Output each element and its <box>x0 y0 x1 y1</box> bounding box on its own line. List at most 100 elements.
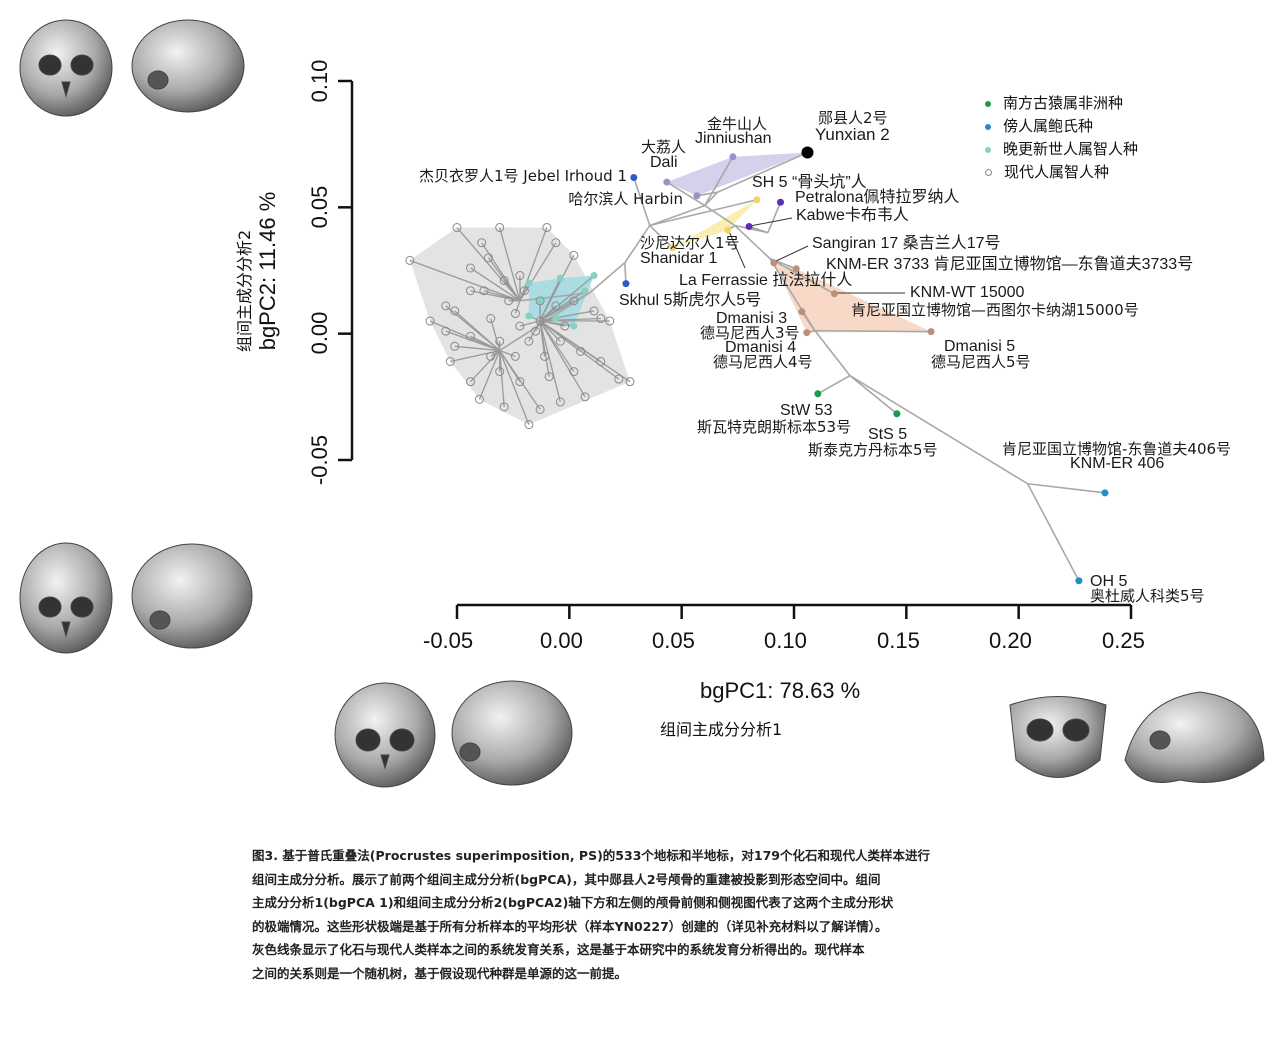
skull-front-icon <box>19 19 113 117</box>
modern-human-point <box>452 223 462 233</box>
axes <box>338 79 1133 619</box>
legend-dot-icon <box>985 100 991 107</box>
tree-branch <box>499 350 505 407</box>
caption-line: 组间主成分分析。展示了前两个组间主成分分析(bgPCA)，其中郧县人2号颅骨的重… <box>252 871 881 887</box>
late-pleistocene-point <box>525 279 533 287</box>
label-dmanisi3: Dmanisi 3 <box>716 310 788 327</box>
x-tick-label: 0.05 <box>652 628 695 653</box>
modern-human-point <box>569 250 579 260</box>
modern-human-point <box>477 238 487 248</box>
leader-sangiran <box>773 245 809 263</box>
modern-human-point <box>569 367 579 377</box>
x-tick-label: 0.15 <box>877 628 920 653</box>
modern-human-point <box>450 341 460 351</box>
modern-human-point <box>499 276 509 286</box>
modern-human-point <box>580 392 590 402</box>
modern-human-point <box>465 377 475 387</box>
tree-branch <box>539 320 574 327</box>
fossil-point-dmanisi3 <box>798 308 806 316</box>
tree-branch <box>767 201 782 233</box>
fossil-point-jinniushan <box>729 153 737 161</box>
tree-branch <box>649 198 758 227</box>
legend-open-circle-icon <box>985 169 992 176</box>
modern-human-point <box>515 271 525 281</box>
late-pleistocene-point <box>590 272 598 280</box>
label-dali: Dali <box>650 154 678 171</box>
tree-branch <box>633 177 651 226</box>
label-wt15000: KNM-WT 15000 <box>910 284 1025 301</box>
label-kabwe: Kabwe卡布韦人 <box>796 207 909 224</box>
modern-human-point <box>510 351 520 361</box>
leader-laferrassie <box>727 228 746 269</box>
leader-kabwe <box>749 217 793 227</box>
fossil-point-wt15000 <box>830 290 838 298</box>
tree-branch <box>849 374 898 415</box>
modern-human-point <box>535 404 545 414</box>
y-tick-label: 0.10 <box>307 59 332 103</box>
tree-branch <box>717 151 808 193</box>
tree-branch <box>456 227 521 302</box>
x-axis-title-cn: 组间主成分分析1 <box>660 720 783 739</box>
label-sh5: SH 5 “骨头坑”人 <box>752 174 867 191</box>
label-er3733: KNM-ER 3733 肯尼亚国立博物馆—东鲁道夫3733号 <box>826 256 1194 273</box>
tree-branch <box>454 345 500 352</box>
label-jebel-irhoud: 杰贝衣罗人1号 Jebel Irhoud 1 <box>418 167 627 185</box>
x-tick-label: -0.05 <box>423 628 474 653</box>
tree-branch <box>849 374 1029 485</box>
tree-branch <box>649 224 674 249</box>
fossil-point-dmanisi4 <box>803 329 811 337</box>
x-tick-label: 0.20 <box>989 628 1032 653</box>
label-sts5-cn: 斯泰克方丹标本5号 <box>808 441 938 459</box>
tree-branch <box>409 259 521 302</box>
modern-human-point <box>445 356 455 366</box>
tree-branch <box>499 349 516 358</box>
tree-branch <box>817 374 851 395</box>
modern-human-point <box>405 255 415 265</box>
tree-branch <box>649 204 706 227</box>
modern-human-point <box>450 306 460 316</box>
tree-branch <box>499 227 521 301</box>
modern-human-point <box>524 336 534 346</box>
label-petralona: Petralona佩特拉罗纳人 <box>795 189 960 206</box>
tree-branch <box>519 242 557 302</box>
tree-branch <box>666 181 706 207</box>
tree-branch <box>704 156 734 206</box>
modern-human-point <box>589 306 599 316</box>
late-pleistocene-point <box>556 274 564 282</box>
skull-images <box>19 19 1265 788</box>
modern-human-point <box>540 351 550 361</box>
modern-human-point <box>555 336 565 346</box>
modern-human-point <box>465 286 475 296</box>
fossil-point-er406 <box>1101 489 1109 497</box>
legend-item-modern: 现代人属智人种 <box>985 161 1138 184</box>
caption-line: 的极端情况。这些形状极端是基于所有分析样本的平均形状（样本YN0227）创建的（… <box>252 918 888 934</box>
tree-branch <box>704 204 736 227</box>
legend-dot-icon <box>985 123 991 130</box>
caption-line: 灰色线条显示了化石与现代人类样本之间的系统发育关系，这是基于本研究中的系统发育分… <box>252 942 865 957</box>
skull-side-icon <box>1124 691 1265 783</box>
modern-human-point <box>495 336 505 346</box>
tree-branch <box>624 225 651 264</box>
modern-human-point <box>551 238 561 248</box>
modern-human-point <box>504 296 514 306</box>
yellow-group-hull <box>672 199 757 248</box>
fossil-point-shanidar1 <box>669 244 677 252</box>
late-pleistocene-point <box>570 322 578 330</box>
orange-group-hull <box>773 262 932 333</box>
label-leader-lines <box>727 217 905 294</box>
label-shanidar-cn: 沙尼达尔人1号 <box>640 234 740 252</box>
tree-branch <box>535 320 541 332</box>
fossil-point-sh5 <box>753 196 761 204</box>
tree-branch <box>539 320 546 357</box>
modern-human-point <box>441 326 451 336</box>
modern-human-point <box>535 316 545 326</box>
modern-human-point <box>465 331 475 341</box>
y-axis-title-cn: 组间主成分分析2 <box>235 229 254 352</box>
fossil-point-dali <box>663 178 671 186</box>
caption-line: 之间的关系则是一个随机树，基于假设现代种群是单源的这一前提。 <box>252 965 628 981</box>
tree-branch <box>814 329 932 333</box>
modern-human-point <box>625 377 635 387</box>
modern-human-point <box>515 377 525 387</box>
fossil-point-sangiran17 <box>770 259 778 267</box>
modern-human-point <box>495 367 505 377</box>
